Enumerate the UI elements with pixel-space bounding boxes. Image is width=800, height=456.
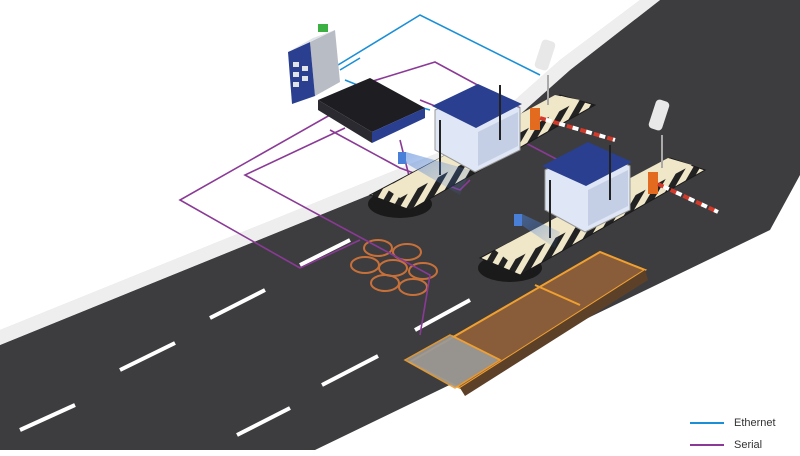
scale-seam	[534, 284, 581, 306]
loop-coil	[408, 262, 438, 280]
loop-coil	[398, 278, 428, 296]
barrier-arm-white	[539, 116, 616, 142]
barrier-arm-white	[657, 182, 719, 214]
rsu-antenna	[514, 214, 522, 226]
booth-window	[478, 112, 518, 166]
camera-body	[648, 99, 670, 131]
rsu-beam	[520, 214, 560, 248]
toll-booth-icon	[432, 84, 522, 175]
switch-terminal	[318, 24, 328, 32]
road-edge-highlight	[0, 0, 660, 345]
switch-side	[310, 30, 340, 96]
switch-port	[293, 82, 299, 87]
server-front	[318, 100, 372, 143]
lane-mark	[414, 298, 471, 332]
legend-item-serial: Serial	[690, 434, 796, 456]
serial-cable	[178, 114, 361, 269]
switch-top	[288, 30, 335, 52]
barrier-gate-icon	[530, 108, 616, 142]
barrier-arm	[657, 182, 719, 214]
legend-label-serial: Serial	[734, 439, 763, 451]
toll-booth-upper	[368, 39, 616, 218]
lane-mark	[321, 354, 379, 387]
barrier-gate-icon	[648, 172, 719, 214]
loop-coil	[363, 239, 393, 257]
legend-label-ethernet: Ethernet	[734, 417, 776, 429]
rsu-antenna	[398, 152, 406, 164]
weighbridge-icon	[403, 250, 648, 396]
switch-port	[302, 76, 308, 81]
toll-booth-icon	[542, 142, 632, 238]
switch-port	[293, 72, 299, 77]
barrier-cabinet	[648, 172, 658, 194]
serial-server-icon	[318, 78, 425, 143]
barrier-cabinet	[530, 108, 540, 130]
switch-front	[288, 42, 315, 104]
lane-mark	[299, 238, 351, 267]
legend-item-ethernet: Ethernet	[690, 412, 796, 434]
loop-coil	[392, 243, 422, 261]
scale-plate	[403, 334, 502, 389]
rsu-beam	[404, 152, 470, 195]
camera-icon	[534, 39, 556, 105]
lane-markings	[19, 238, 471, 437]
camera-icon	[648, 99, 670, 168]
toll-booth-lower	[478, 99, 719, 282]
scale-plate	[460, 270, 648, 396]
lane-mark	[209, 288, 266, 320]
loop-coil	[370, 274, 400, 292]
camera-body	[534, 39, 556, 71]
legend-swatch-serial	[690, 444, 724, 446]
server-top	[318, 78, 425, 132]
network-switch-icon	[288, 24, 340, 104]
vehicle-detector-loop-icon	[350, 239, 438, 296]
server-side	[372, 108, 425, 143]
lane-mark	[236, 406, 291, 437]
lane-mark	[119, 341, 176, 372]
legend: Ethernet Serial	[690, 412, 796, 456]
lane-mark	[19, 403, 76, 432]
serial-cable	[243, 127, 431, 336]
switch-port	[293, 62, 299, 67]
legend-swatch-ethernet	[690, 422, 724, 424]
booth-window	[588, 170, 628, 226]
switch-port	[302, 66, 308, 71]
ethernet-cable	[339, 57, 361, 71]
ethernet-cable	[337, 14, 541, 76]
